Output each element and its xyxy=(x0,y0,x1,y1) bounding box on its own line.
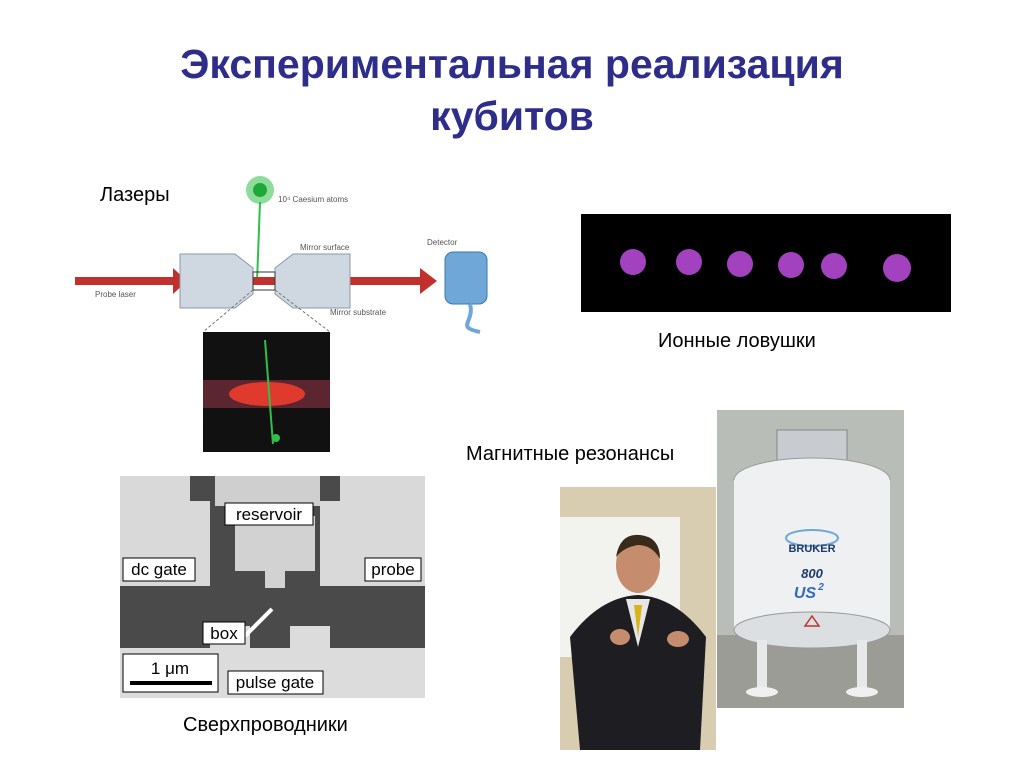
ion-3 xyxy=(727,251,753,277)
warning-triangle xyxy=(803,614,821,627)
probe-label: probe xyxy=(371,560,414,579)
ion-trap-image xyxy=(581,214,951,312)
laser-cavity-diagram: 10⁴ Caesium atoms Probe laser Mirror sur… xyxy=(75,176,488,452)
magnet-series-sup: 2 xyxy=(817,582,824,593)
ion-5 xyxy=(821,253,847,279)
caesium-atom-core xyxy=(253,183,267,197)
slide-title-line1: Экспериментальная реализация xyxy=(180,41,844,87)
slide-title: Экспериментальная реализация кубитов xyxy=(0,38,1024,142)
scale-bar-box xyxy=(122,653,219,693)
nmr-magnet-photo: BRUKER 800 US 2 xyxy=(717,410,904,708)
reservoir-box xyxy=(224,502,314,526)
ion-2 xyxy=(676,249,702,275)
probe-box xyxy=(364,557,422,582)
lasers-label: Лазеры xyxy=(100,184,170,206)
mirror-right xyxy=(274,253,351,309)
presenter-head xyxy=(616,537,660,593)
superconducting-device-image: reservoir dc gate probe box 1 μm pulse g… xyxy=(120,476,425,698)
mirror-left xyxy=(179,253,254,309)
standing-wave xyxy=(229,382,305,406)
superconductors-label: Сверхпроводники xyxy=(183,714,348,736)
cavity-zoom-box xyxy=(252,271,276,291)
atoms-text: 10⁴ Caesium atoms xyxy=(278,195,348,204)
magnet-brand-text: BRUKER xyxy=(788,543,835,555)
box-pointer-arrow xyxy=(243,607,274,638)
ion-4 xyxy=(778,252,804,278)
mirror-surface-text: Mirror surface xyxy=(300,243,350,252)
dc-gate-box xyxy=(122,557,196,582)
probe-laser-text: Probe laser xyxy=(95,290,136,299)
magnetic-resonance-label: Магнитные резонансы xyxy=(466,443,675,465)
ion-1 xyxy=(620,249,646,275)
magnet-model-text: 800 xyxy=(801,566,823,581)
box-label: box xyxy=(210,624,238,643)
mirror-substrate-text: Mirror substrate xyxy=(330,308,387,317)
laser-arrow-right xyxy=(420,268,437,294)
detector-box xyxy=(444,251,488,305)
ion-traps-label: Ионные ловушки xyxy=(658,330,816,352)
ion-6 xyxy=(883,254,911,282)
reservoir-label: reservoir xyxy=(236,505,302,524)
box-label-box xyxy=(202,621,246,645)
slide-title-line2: кубитов xyxy=(430,93,594,139)
dc-gate-label: dc gate xyxy=(131,560,187,579)
detector-text: Detector xyxy=(427,238,458,247)
pulse-gate-box xyxy=(227,670,324,695)
magnet-body xyxy=(734,480,890,630)
magnet-series-text: US xyxy=(794,585,817,602)
detector-cable xyxy=(465,303,481,334)
pulse-gate-label: pulse gate xyxy=(236,673,314,692)
presenter-photo xyxy=(560,487,716,750)
atom-fall-line xyxy=(256,201,261,283)
scale-bar xyxy=(130,681,212,685)
scale-bar-label: 1 μm xyxy=(151,659,189,678)
